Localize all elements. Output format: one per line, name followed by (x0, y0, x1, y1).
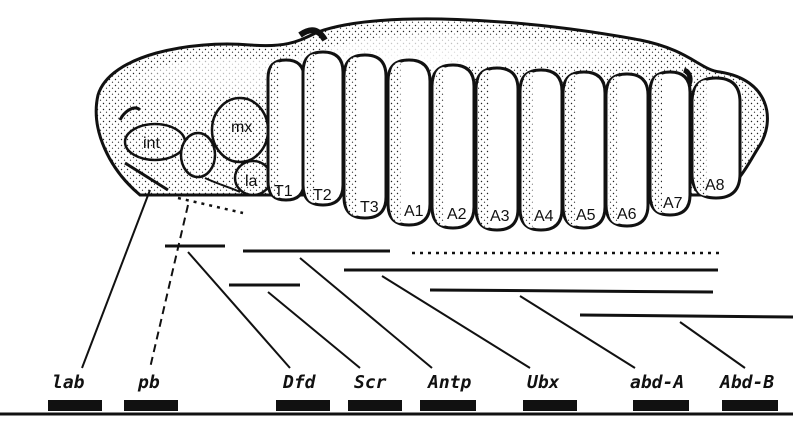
segment-label-la: la (245, 173, 258, 190)
pb-connector (150, 205, 188, 368)
abd-a-domain (430, 290, 713, 292)
segment-label-A5: A5 (576, 207, 596, 224)
segment-shading-T3 (346, 57, 357, 216)
segment-shading-A3 (478, 70, 489, 228)
segment-label-mx: mx (231, 119, 252, 136)
segment-label-A1: A1 (404, 203, 424, 220)
segment-shading-A4 (522, 72, 533, 228)
embryo: int mx la T1 T2 T3 A1 A2 A3 A4 A5 A6 A7 … (96, 19, 767, 230)
segment-shading-A1 (390, 62, 401, 223)
segment-shading-T1 (270, 62, 279, 198)
segment-shading-T2 (305, 54, 315, 203)
segment-label-A6: A6 (617, 206, 637, 223)
gene-block-abd-a (633, 400, 689, 411)
gene-block-antp (420, 400, 476, 411)
abd-b-connector (680, 322, 745, 368)
head-lobe-inner (181, 133, 215, 177)
segment-label-A3: A3 (490, 208, 510, 225)
segment-shading-A6 (608, 76, 619, 224)
gene-block-scr (348, 400, 402, 411)
gene-label-pb: pb (137, 372, 160, 393)
gene-label-abd-a: abd-A (630, 372, 684, 393)
segment-label-A8: A8 (705, 177, 725, 194)
gene-block-abd-b (722, 400, 778, 411)
gene-label-dfd: Dfd (282, 372, 317, 393)
lab-connector (82, 190, 150, 368)
segment-label-A2: A2 (447, 206, 467, 223)
scr-connector (268, 292, 360, 368)
gene-label-scr: Scr (354, 372, 387, 393)
gene-label-lab: lab (52, 372, 85, 393)
gene-label-antp: Antp (427, 372, 472, 393)
gene-label-ubx: Ubx (527, 372, 560, 393)
gene-block-lab (48, 400, 102, 411)
dfd-connector (188, 252, 290, 368)
segment-label-A4: A4 (534, 208, 554, 225)
abd-a-connector (520, 296, 635, 368)
segment-label-T3: T3 (360, 199, 379, 216)
segment-label-T2: T2 (313, 187, 332, 204)
abd-b-domain (580, 315, 793, 317)
gene-block-dfd (276, 400, 330, 411)
gene-blocks (48, 400, 778, 411)
gene-label-abd-b: Abd-B (719, 372, 774, 393)
gene-labels: lab pb Dfd Scr Antp Ubx abd-A Abd-B (52, 372, 774, 393)
antp-connector (300, 258, 432, 368)
segment-label-A7: A7 (663, 195, 683, 212)
segment-label-int: int (143, 135, 160, 152)
segment-shading-A2 (434, 67, 445, 226)
gene-block-ubx (523, 400, 577, 411)
gene-block-pb (124, 400, 178, 411)
segment-shading-A5 (565, 74, 576, 226)
segment-shading-A7 (652, 74, 662, 213)
segment-label-T1: T1 (274, 183, 293, 200)
